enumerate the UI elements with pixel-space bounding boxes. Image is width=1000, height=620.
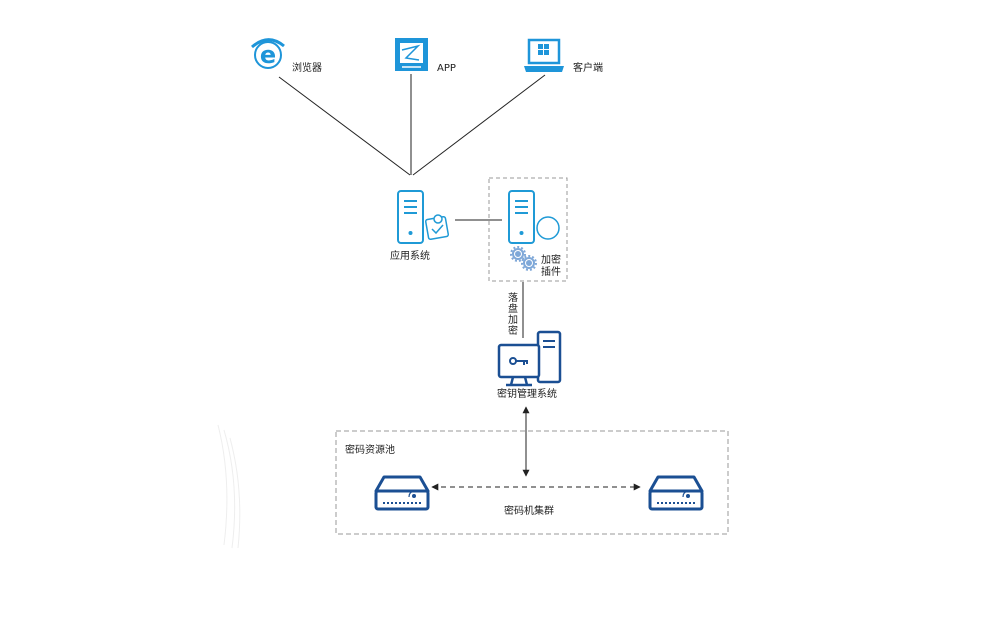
app-system-label: 应用系统 [390, 249, 430, 262]
browser-icon: e [251, 38, 285, 69]
client-label: 客户端 [573, 61, 603, 74]
kms-server-icon [497, 330, 562, 387]
laptop-icon [524, 38, 564, 72]
plugin-server-icon [508, 190, 535, 244]
plugin-label-line1: 加密 [541, 253, 561, 266]
kms-label: 密钥管理系统 [497, 387, 557, 400]
app-icon [395, 38, 428, 71]
decorative-curves [217, 424, 241, 549]
clipboard-check-icon [424, 214, 450, 241]
hsm-left-icon [374, 475, 430, 511]
link-label-char-1: 落 [508, 292, 518, 304]
link-label-char-2: 盘 [508, 302, 518, 315]
browser-to-app-system-line [278, 76, 411, 176]
cluster-label: 密码机集群 [504, 504, 554, 517]
hsm-right-icon [648, 475, 704, 511]
app-system-server-icon [397, 190, 424, 244]
connector-lines [278, 74, 546, 477]
gears-icon [510, 246, 537, 271]
link-label-char-4: 密 [508, 324, 518, 337]
svg-text:e: e [260, 41, 276, 69]
key-icon [509, 357, 528, 365]
browser-label: 浏览器 [292, 61, 322, 74]
plugin-label-line2: 插件 [541, 265, 561, 278]
resource-pool-title: 密码资源池 [345, 443, 395, 456]
client-to-app-system-line [412, 74, 546, 176]
resource-pool-box [335, 430, 729, 535]
plugin-circle-icon [536, 216, 560, 240]
link-label-char-3: 加 [508, 314, 518, 326]
plugin-group-box [488, 177, 568, 282]
app-label: APP [437, 63, 456, 74]
